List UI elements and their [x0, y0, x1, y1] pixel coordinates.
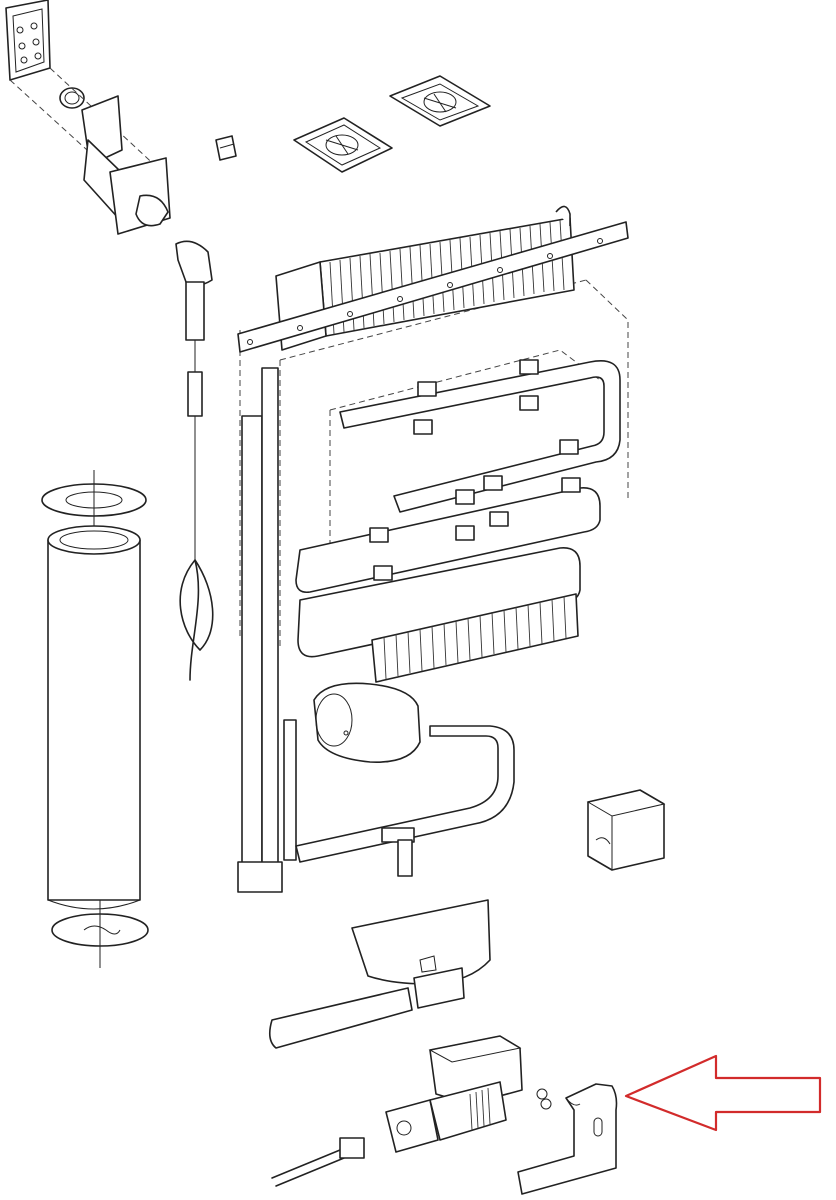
burner-shield-box — [586, 789, 666, 871]
return-pipe — [295, 725, 515, 877]
mounting-rail — [237, 221, 629, 353]
cooling-fan-left — [293, 117, 393, 173]
flue-baffle-top-disc — [41, 470, 147, 530]
igniter-wire — [179, 559, 214, 681]
boiler-housing — [351, 899, 491, 1009]
evaporator-lower-coils — [295, 475, 601, 658]
gas-supply-line — [271, 1137, 365, 1187]
burner-tube — [185, 281, 205, 560]
absorber-vessel — [313, 682, 421, 763]
thermistor-clip — [215, 135, 237, 161]
evaporator-upper-loop — [339, 359, 621, 513]
boiler-tube-left — [237, 367, 297, 893]
flue-cap-plate — [5, 0, 51, 81]
cooling-fan-right — [389, 75, 491, 127]
flue-baffle-bottom-disc — [51, 900, 149, 968]
gas-pipe — [268, 987, 413, 1049]
burner-assembly — [385, 1035, 552, 1153]
flue-cylinder — [47, 525, 141, 910]
flue-grommet — [59, 87, 85, 109]
flue-pipe — [81, 95, 213, 287]
pointer-arrow — [624, 1054, 822, 1132]
burner-cover-bracket — [517, 1083, 618, 1195]
absorber-fins — [371, 593, 579, 683]
